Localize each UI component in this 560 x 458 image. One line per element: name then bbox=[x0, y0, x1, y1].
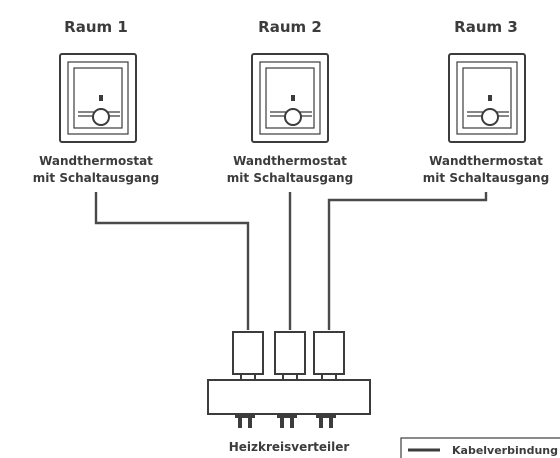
room-2: Raum 2 Wandthermostat mit Schaltausgang bbox=[227, 18, 353, 185]
room-3-device-sublabel: mit Schaltausgang bbox=[423, 171, 549, 185]
room-1-thermostat-icon bbox=[59, 53, 137, 143]
room-1-device-label: Wandthermostat bbox=[39, 154, 153, 168]
room-2-title: Raum 2 bbox=[258, 18, 322, 36]
room-1-device-sublabel: mit Schaltausgang bbox=[33, 171, 159, 185]
room-3: Raum 3 Wandthermostat mit Schaltausgang bbox=[423, 18, 549, 185]
cable-room-1 bbox=[94, 192, 250, 330]
room-2-device-sublabel: mit Schaltausgang bbox=[227, 171, 353, 185]
heating-manifold: Heizkreisverteiler bbox=[207, 331, 371, 454]
room-3-device-label: Wandthermostat bbox=[429, 154, 543, 168]
legend-label: Kabelverbindung bbox=[452, 444, 558, 457]
pipe-connectors bbox=[235, 414, 336, 428]
actuator-1 bbox=[232, 331, 264, 375]
actuator-2 bbox=[274, 331, 306, 375]
room-3-thermostat-icon bbox=[448, 53, 526, 143]
room-1: Raum 1 Wandthermostat mit Schaltausgang bbox=[33, 18, 159, 185]
cable-room-3 bbox=[327, 192, 488, 330]
room-2-thermostat-icon bbox=[251, 53, 329, 143]
legend: Kabelverbindung bbox=[400, 437, 560, 458]
actuator-3 bbox=[313, 331, 345, 375]
room-1-title: Raum 1 bbox=[64, 18, 128, 36]
room-2-device-label: Wandthermostat bbox=[233, 154, 347, 168]
legend-box bbox=[400, 437, 560, 458]
manifold-label: Heizkreisverteiler bbox=[229, 440, 350, 454]
room-3-title: Raum 3 bbox=[454, 18, 518, 36]
manifold-body bbox=[207, 379, 371, 415]
